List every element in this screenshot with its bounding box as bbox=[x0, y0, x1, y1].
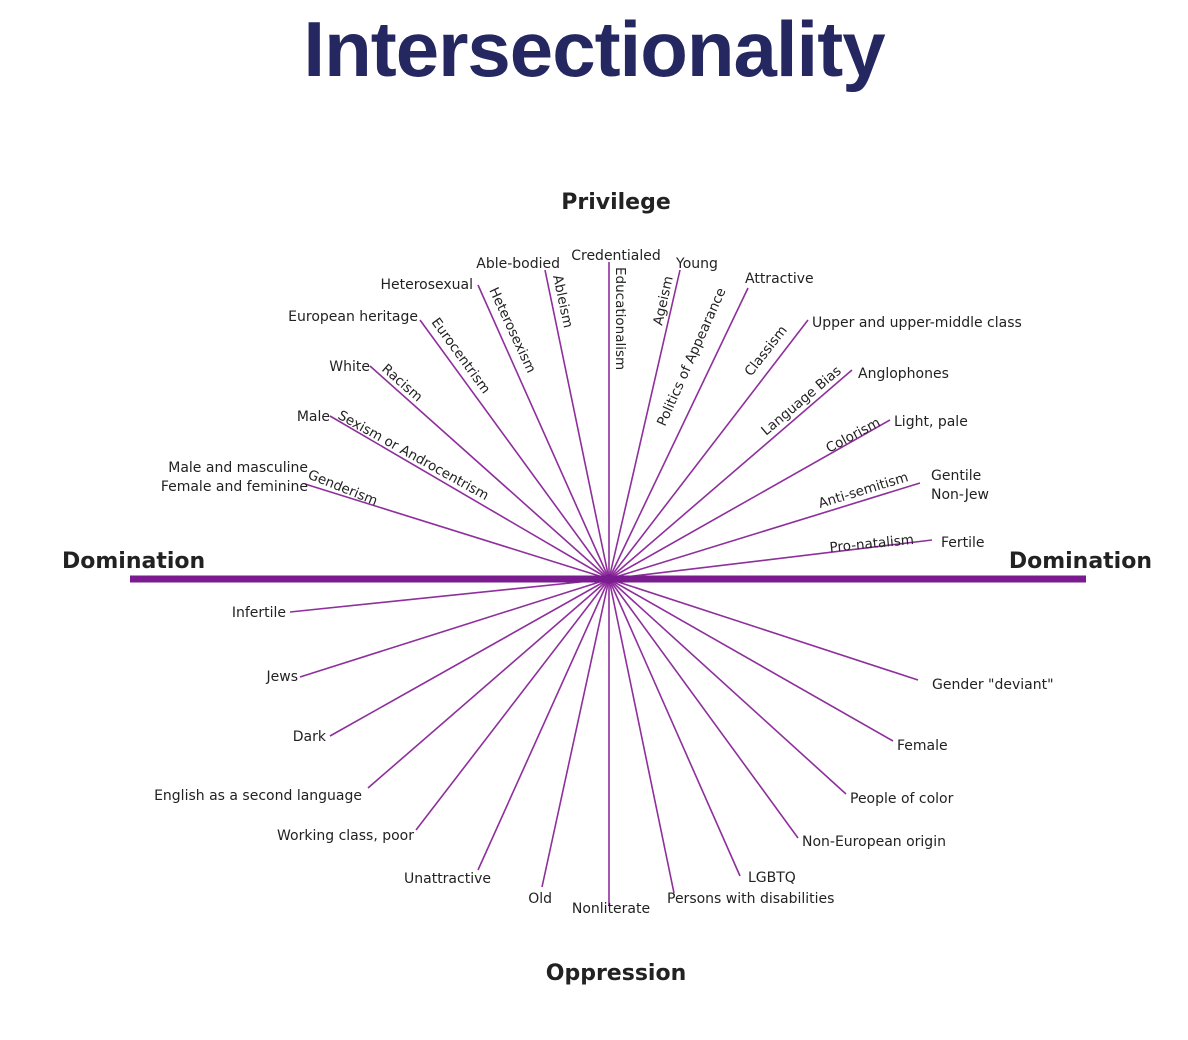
spoke-line-privileged-2 bbox=[369, 365, 610, 580]
spoke-line-privileged-4 bbox=[477, 284, 610, 580]
oppressed-group-label: Working class, poor bbox=[277, 828, 414, 844]
privileged-group-label: Credentialed bbox=[571, 248, 661, 264]
privileged-group-label: Male bbox=[297, 409, 330, 425]
oppressed-group-label: LGBTQ bbox=[748, 870, 796, 886]
spoke-line-oppressed-2 bbox=[608, 578, 847, 795]
oppressed-group-label: Jews bbox=[266, 669, 299, 685]
oppression-label: Eurocentrism bbox=[428, 315, 494, 397]
axis-label-privilege: Privilege bbox=[561, 190, 671, 215]
spoke-line-privileged-13 bbox=[608, 539, 933, 580]
privileged-group-label: European heritage bbox=[288, 309, 418, 325]
spoke-line-privileged-7 bbox=[608, 269, 681, 580]
spoke-line-privileged-11 bbox=[608, 419, 891, 580]
spoke-line-oppressed-10 bbox=[367, 578, 610, 789]
spoke-line-oppressed-1 bbox=[608, 578, 894, 742]
spoke-line-privileged-9 bbox=[608, 319, 809, 580]
privileged-group-label: Heterosexual bbox=[380, 277, 473, 293]
privileged-group-label: Able-bodied bbox=[476, 256, 560, 272]
oppression-label: Educationalism bbox=[612, 267, 628, 370]
spoke-line-privileged-3 bbox=[419, 319, 610, 580]
spokes-layer bbox=[289, 262, 933, 905]
oppression-label: Language Bias bbox=[758, 363, 844, 439]
oppressed-group-label: English as a second language bbox=[154, 788, 362, 804]
oppressed-group-label: People of color bbox=[850, 791, 954, 807]
spoke-line-oppressed-9 bbox=[415, 578, 610, 831]
spoke-line-oppressed-7 bbox=[541, 578, 610, 888]
privileged-group-label: White bbox=[329, 359, 370, 375]
spoke-line-oppressed-13 bbox=[289, 578, 610, 613]
oppression-label: Colorism bbox=[823, 415, 883, 457]
privileged-group-label: Upper and upper-middle class bbox=[812, 315, 1022, 331]
oppression-label: Pro-natalism bbox=[829, 532, 915, 556]
oppressed-group-label: Non-European origin bbox=[802, 834, 946, 850]
oppressed-group-label: Nonliterate bbox=[572, 901, 650, 917]
spoke-line-oppressed-3 bbox=[608, 578, 799, 839]
spoke-line-oppressed-0 bbox=[608, 578, 919, 681]
oppressed-group-label: Infertile bbox=[232, 605, 286, 621]
privileged-group-label: Attractive bbox=[745, 271, 814, 287]
oppressed-group-label: Unattractive bbox=[404, 871, 491, 887]
oppressed-group-label: Old bbox=[528, 891, 552, 907]
oppression-label: Ableism bbox=[549, 274, 576, 330]
privileged-group-label: Fertile bbox=[941, 535, 985, 551]
axis-label-domination-left: Domination bbox=[62, 549, 205, 574]
oppressed-group-label: Dark bbox=[293, 729, 327, 745]
page-title: Intersectionality bbox=[303, 5, 885, 93]
axis-label-domination-right: Domination bbox=[1009, 549, 1152, 574]
axis-label-oppression: Oppression bbox=[546, 961, 686, 986]
spoke-line-oppressed-5 bbox=[608, 578, 675, 894]
oppressed-group-label: Female bbox=[897, 738, 948, 754]
spoke-line-privileged-8 bbox=[608, 287, 749, 580]
privileged-group-label: Anglophones bbox=[858, 366, 949, 382]
spoke-line-privileged-0 bbox=[304, 483, 610, 580]
oppressed-group-label: Persons with disabilities bbox=[667, 891, 834, 907]
spoke-line-privileged-12 bbox=[608, 482, 921, 580]
privileged-group-label: Young bbox=[675, 256, 718, 272]
spoke-line-oppressed-11 bbox=[329, 578, 610, 737]
oppression-label: Racism bbox=[378, 361, 425, 405]
spoke-line-oppressed-12 bbox=[299, 578, 610, 678]
spoke-line-oppressed-4 bbox=[608, 578, 741, 877]
spoke-line-privileged-5 bbox=[544, 269, 610, 580]
spoke-line-privileged-10 bbox=[608, 369, 853, 580]
spoke-line-privileged-1 bbox=[329, 415, 610, 580]
spoke-line-oppressed-8 bbox=[477, 578, 610, 871]
privileged-group-label: Light, pale bbox=[894, 414, 968, 430]
oppressed-group-label: Gender "deviant" bbox=[932, 677, 1054, 693]
